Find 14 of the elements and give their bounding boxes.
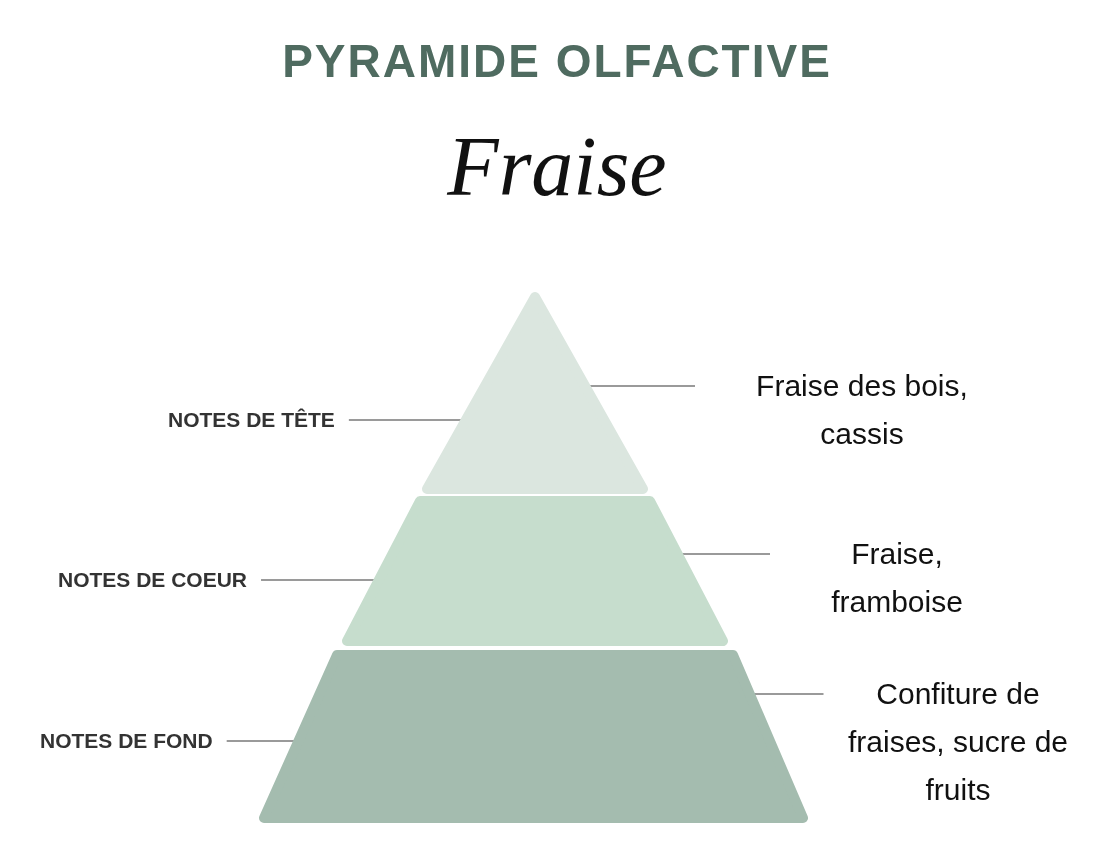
note-description: Fraise, framboise [792,530,1002,626]
leader-line [260,579,376,581]
leader-line [225,740,296,742]
pyramid-band [342,496,728,646]
subtitle: Fraise [446,119,668,215]
pyramid-top-band [422,292,648,494]
title: PYRAMIDE OLFACTIVE [281,34,833,88]
leader-line [588,385,696,387]
note-level-label: NOTES DE TÊTE [168,408,335,432]
note-description: Confiture de fraises, sucre de fruits [845,670,1071,814]
note-level-label: NOTES DE COEUR [58,568,248,592]
pyramid-band [259,650,808,823]
note-level-label: NOTES DE FOND [40,729,213,753]
note-description: Fraise des bois, cassis [717,362,1007,458]
